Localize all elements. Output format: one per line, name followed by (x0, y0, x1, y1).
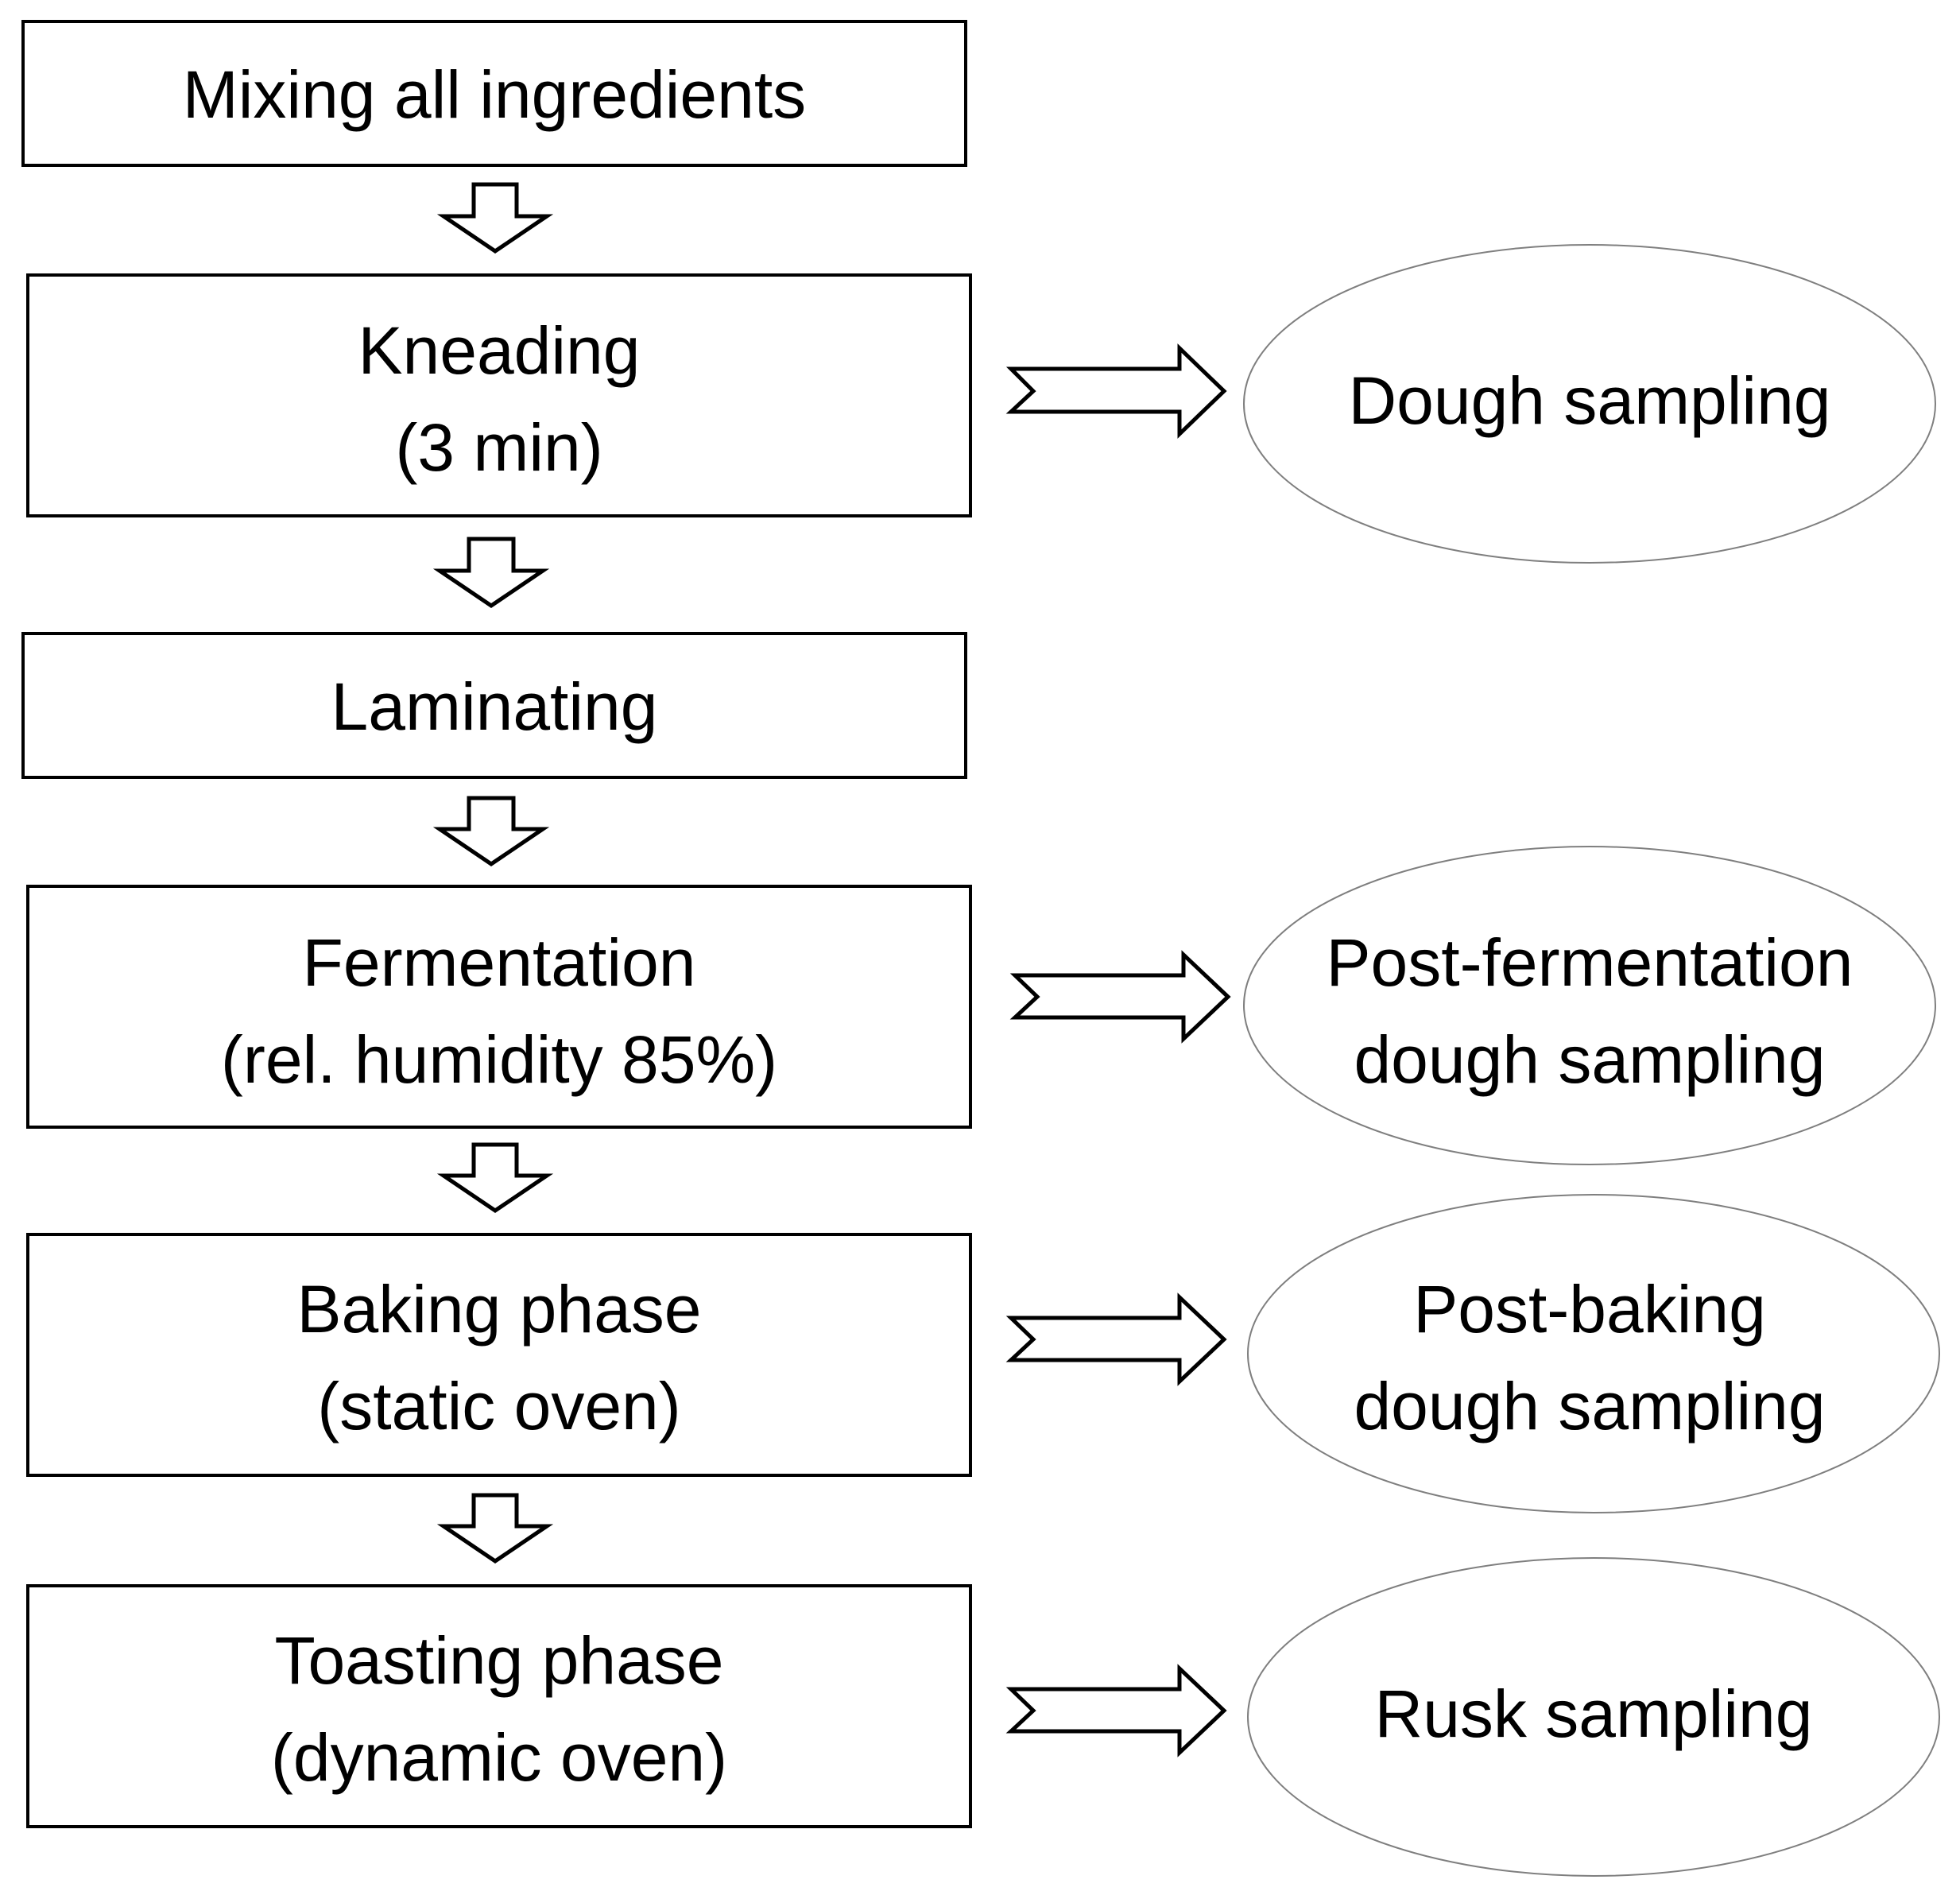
step-toasting-box (26, 1584, 972, 1828)
sampling-post-fermentation-ellipse (1243, 846, 1936, 1165)
sampling-post-baking-ellipse (1247, 1194, 1940, 1513)
sampling-post-baking-label: Post-baking (1413, 1272, 1766, 1347)
step-fermentation: Fermentation (rel. humidity 85%) (26, 885, 972, 1129)
sampling-post-fermentation-detail: dough sampling (1354, 1022, 1825, 1097)
step-fermentation-box (26, 885, 972, 1129)
step-toasting-detail: (dynamic oven) (271, 1720, 727, 1795)
step-laminating: Laminating (21, 632, 967, 779)
sampling-rusk: Rusk sampling (1247, 1557, 1940, 1877)
sampling-dough-label: Dough sampling (1348, 363, 1830, 438)
step-laminating-label: Laminating (331, 669, 658, 744)
sampling-post-baking: Post-baking dough sampling (1247, 1194, 1940, 1513)
step-kneading-box (26, 273, 972, 517)
step-mixing: Mixing all ingredients (21, 20, 967, 167)
step-baking-label: Baking phase (296, 1272, 701, 1347)
right-arrow-icon (1005, 1292, 1227, 1386)
step-baking: Baking phase (static oven) (26, 1233, 972, 1477)
sampling-post-fermentation: Post-fermentation dough sampling (1243, 846, 1936, 1165)
step-kneading-label: Kneading (358, 313, 641, 388)
sampling-post-baking-detail: dough sampling (1354, 1369, 1825, 1444)
right-arrow-icon (1005, 343, 1227, 439)
step-fermentation-label: Fermentation (303, 925, 696, 1000)
step-fermentation-detail: (rel. humidity 85%) (221, 1022, 777, 1097)
down-arrow-icon (436, 1493, 554, 1564)
step-toasting-label: Toasting phase (274, 1623, 723, 1698)
step-baking-box (26, 1233, 972, 1477)
sampling-post-fermentation-label: Post-fermentation (1327, 925, 1853, 1000)
step-kneading-detail: (3 min) (395, 410, 602, 485)
sampling-rusk-ellipse (1247, 1557, 1940, 1877)
step-mixing-box (21, 20, 967, 167)
right-arrow-icon (1005, 1664, 1227, 1757)
sampling-dough-ellipse (1243, 244, 1936, 564)
step-kneading: Kneading (3 min) (26, 273, 972, 517)
step-laminating-box (21, 632, 967, 779)
sampling-dough: Dough sampling (1243, 244, 1936, 564)
down-arrow-icon (432, 796, 550, 867)
right-arrow-icon (1009, 950, 1231, 1044)
down-arrow-icon (436, 1142, 554, 1214)
step-baking-detail: (static oven) (317, 1369, 681, 1444)
down-arrow-icon (436, 182, 554, 254)
step-toasting: Toasting phase (dynamic oven) (26, 1584, 972, 1828)
step-mixing-label: Mixing all ingredients (183, 57, 806, 132)
down-arrow-icon (432, 537, 550, 609)
sampling-rusk-label: Rusk sampling (1375, 1676, 1813, 1751)
